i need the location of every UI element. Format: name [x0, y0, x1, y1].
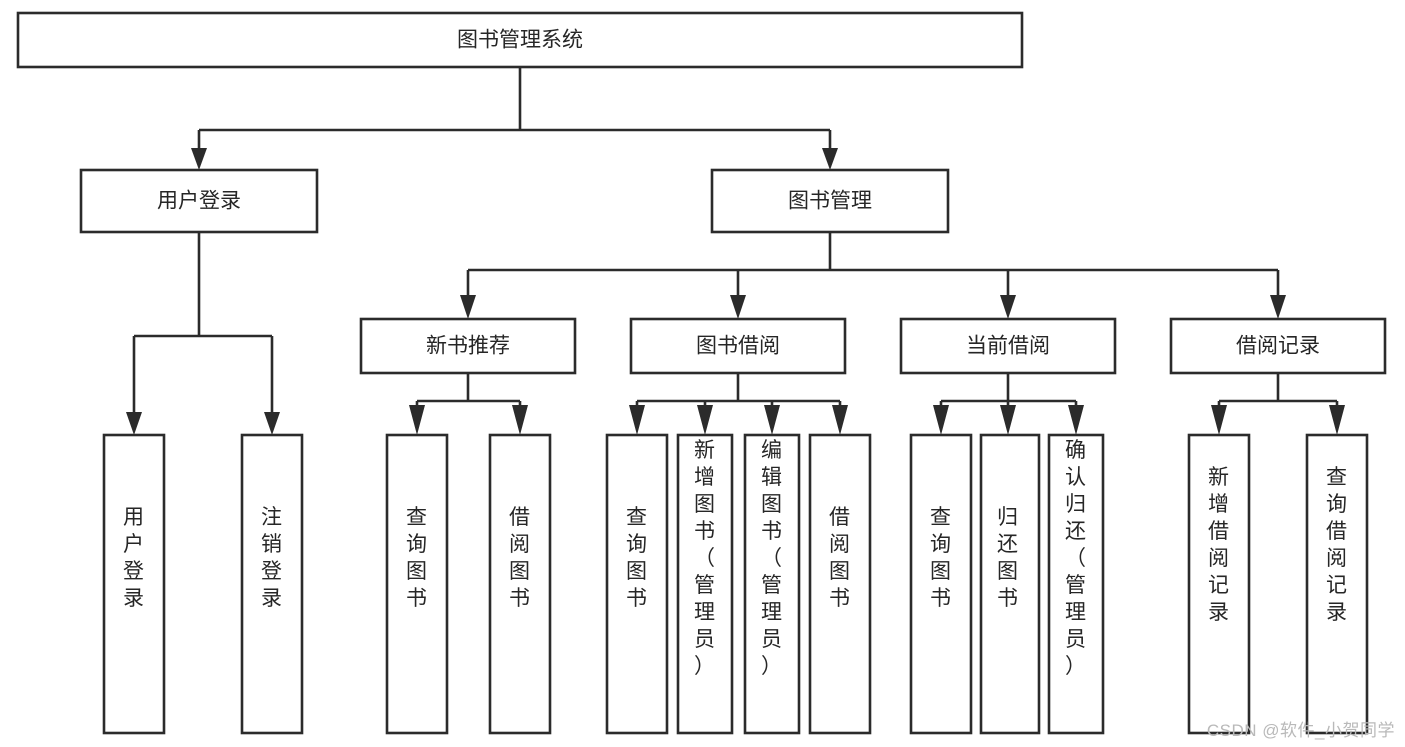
- node-leaf-return-book-label: 归还图书: [997, 506, 1019, 610]
- arrowhead-leaf-return-book: [1000, 405, 1016, 435]
- node-user-login[interactable]: 用户登录: [79, 168, 319, 234]
- arrowhead-leaf-borrow-book-1: [512, 405, 528, 435]
- node-leaf-query-record-label: 查询借阅记录: [1326, 466, 1348, 624]
- node-book-borrow-label: 图书借阅: [696, 335, 780, 358]
- csdn-watermark: CSDN @软件_小贺同学: [1206, 721, 1395, 740]
- arrowhead-leaf-query-book-3: [933, 405, 949, 435]
- node-leaf-query-book-1[interactable]: 查询图书: [385, 433, 449, 735]
- node-leaf-query-book-2-box[interactable]: [605, 433, 669, 735]
- node-leaf-query-book-3-box[interactable]: [909, 433, 973, 735]
- node-current-borrow[interactable]: 当前借阅: [899, 317, 1117, 375]
- node-leaf-user-login-box[interactable]: [102, 433, 166, 735]
- arrowhead-leaf-query-record: [1329, 405, 1345, 435]
- arrowhead-leaf-add-book: [697, 405, 713, 435]
- node-leaf-query-book-2[interactable]: 查询图书: [605, 433, 669, 735]
- node-book-manage-box[interactable]: [710, 168, 950, 234]
- node-leaf-borrow-book-2-label: 借阅图书: [829, 506, 851, 610]
- arrowhead-new-book-recommend: [460, 295, 476, 319]
- arrowhead-leaf-user-login: [126, 412, 142, 435]
- node-leaf-add-book[interactable]: 新增图书（管理员）: [676, 433, 734, 735]
- arrowhead-leaf-confirm-return: [1068, 405, 1084, 435]
- node-root[interactable]: 图书管理系统: [16, 11, 1024, 69]
- node-leaf-add-book-box[interactable]: [676, 433, 734, 735]
- edges-layer: [126, 67, 1345, 435]
- node-leaf-edit-book-box[interactable]: [743, 433, 801, 735]
- node-leaf-add-record[interactable]: 新增借阅记录: [1187, 433, 1251, 735]
- node-leaf-edit-book[interactable]: 编辑图书（管理员）: [743, 433, 801, 735]
- arrowhead-borrow-record: [1270, 295, 1286, 319]
- node-leaf-add-record-label: 新增借阅记录: [1208, 466, 1230, 624]
- node-book-manage[interactable]: 图书管理: [710, 168, 950, 234]
- node-leaf-query-book-2-label: 查询图书: [626, 506, 648, 610]
- node-root-box[interactable]: [16, 11, 1024, 69]
- node-leaf-borrow-book-2-box[interactable]: [808, 433, 872, 735]
- node-leaf-query-book-1-box[interactable]: [385, 433, 449, 735]
- node-leaf-add-record-box[interactable]: [1187, 433, 1251, 735]
- node-new-book-recommend[interactable]: 新书推荐: [359, 317, 577, 375]
- node-book-borrow[interactable]: 图书借阅: [629, 317, 847, 375]
- arrowhead-user-login: [191, 148, 207, 170]
- arrowhead-book-manage: [822, 148, 838, 170]
- node-leaf-confirm-return-label: 确认归还（管理员）: [1065, 439, 1087, 678]
- arrowhead-current-borrow: [1000, 295, 1016, 319]
- node-leaf-return-book[interactable]: 归还图书: [979, 433, 1041, 735]
- node-borrow-record-box[interactable]: [1169, 317, 1387, 375]
- arrowhead-leaf-query-book-1: [409, 405, 425, 435]
- node-new-book-recommend-box[interactable]: [359, 317, 577, 375]
- node-book-borrow-box[interactable]: [629, 317, 847, 375]
- arrowhead-leaf-edit-book: [764, 405, 780, 435]
- node-current-borrow-label: 当前借阅: [966, 335, 1050, 358]
- node-leaf-query-book-3[interactable]: 查询图书: [909, 433, 973, 735]
- node-leaf-logout-login[interactable]: 注销登录: [240, 433, 304, 735]
- node-borrow-record[interactable]: 借阅记录: [1169, 317, 1387, 375]
- node-leaf-add-book-label: 新增图书（管理员）: [694, 439, 716, 678]
- node-leaf-query-book-1-label: 查询图书: [406, 506, 428, 610]
- node-leaf-return-book-box[interactable]: [979, 433, 1041, 735]
- arrowhead-leaf-logout-login: [264, 412, 280, 435]
- arrowhead-leaf-borrow-book-2: [832, 405, 848, 435]
- node-leaf-logout-login-label: 注销登录: [261, 506, 283, 610]
- node-new-book-recommend-label: 新书推荐: [426, 335, 510, 358]
- node-leaf-borrow-book-1[interactable]: 借阅图书: [488, 433, 552, 735]
- node-leaf-edit-book-label: 编辑图书（管理员）: [761, 439, 783, 678]
- node-leaf-borrow-book-1-label: 借阅图书: [509, 506, 531, 610]
- node-leaf-borrow-book-1-box[interactable]: [488, 433, 552, 735]
- node-leaf-query-record[interactable]: 查询借阅记录: [1305, 433, 1369, 735]
- node-user-login-label: 用户登录: [157, 190, 241, 213]
- node-user-login-box[interactable]: [79, 168, 319, 234]
- node-leaf-confirm-return-box[interactable]: [1047, 433, 1105, 735]
- arrowhead-leaf-query-book-2: [629, 405, 645, 435]
- node-leaf-confirm-return[interactable]: 确认归还（管理员）: [1047, 433, 1105, 735]
- node-root-label: 图书管理系统: [457, 29, 583, 52]
- node-leaf-logout-login-box[interactable]: [240, 433, 304, 735]
- node-borrow-record-label: 借阅记录: [1236, 335, 1320, 358]
- node-current-borrow-box[interactable]: [899, 317, 1117, 375]
- node-leaf-user-login[interactable]: 用户登录: [102, 433, 166, 735]
- node-leaf-user-login-label: 用户登录: [123, 506, 145, 610]
- arrowhead-leaf-add-record: [1211, 405, 1227, 435]
- arrowhead-book-borrow: [730, 295, 746, 319]
- node-leaf-query-record-box[interactable]: [1305, 433, 1369, 735]
- node-leaf-query-book-3-label: 查询图书: [930, 506, 952, 610]
- node-leaf-borrow-book-2[interactable]: 借阅图书: [808, 433, 872, 735]
- node-book-manage-label: 图书管理: [788, 190, 872, 213]
